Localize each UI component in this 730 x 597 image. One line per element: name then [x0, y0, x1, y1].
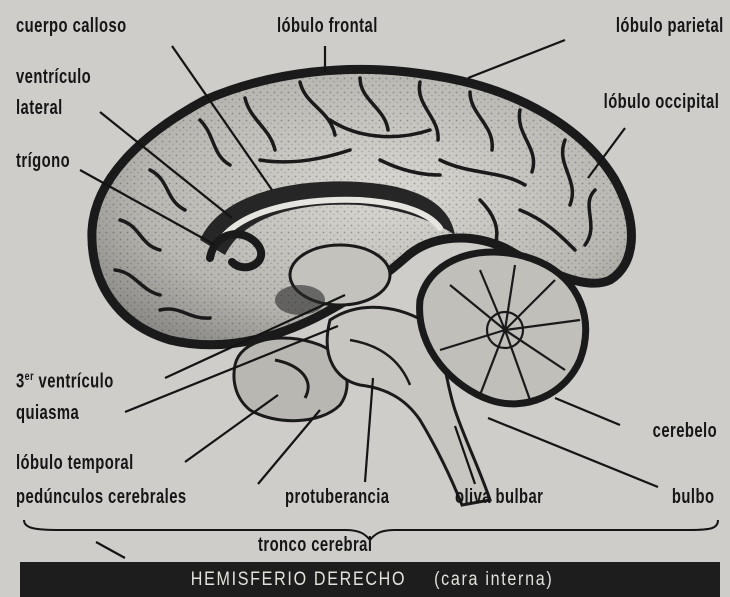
- caption-main: HEMISFERIO DERECHO: [191, 569, 406, 591]
- label-tercer-ventriculo: 3er ventrículo: [16, 365, 114, 393]
- label-tercer-ventriculo-number: 3: [16, 371, 25, 393]
- label-cerebelo: cerebelo: [653, 420, 717, 442]
- label-lobulo-temporal: lóbulo temporal: [16, 452, 134, 474]
- label-cuerpo-calloso: cuerpo calloso: [16, 15, 127, 37]
- label-trigono: trígono: [16, 150, 70, 172]
- label-bulbo: bulbo: [671, 486, 714, 508]
- label-tercer-ventriculo-superscript: er: [25, 369, 34, 383]
- label-ventriculo-lateral-line2: lateral: [16, 97, 63, 119]
- label-quiasma: quiasma: [16, 402, 79, 424]
- label-lobulo-parietal: lóbulo parietal: [616, 15, 724, 37]
- caption-sub: (cara interna): [434, 569, 553, 591]
- figure-caption: HEMISFERIO DERECHO (cara interna): [20, 562, 720, 597]
- label-protuberancia: protuberancia: [285, 486, 389, 508]
- label-pedunculos-cerebrales: pedúnculos cerebrales: [16, 486, 187, 508]
- label-tercer-ventriculo-word: ventrículo: [34, 371, 114, 393]
- label-lobulo-frontal: lóbulo frontal: [277, 15, 378, 37]
- label-oliva-bulbar: oliva bulbar: [455, 486, 543, 508]
- caption-text: HEMISFERIO DERECHO (cara interna): [181, 569, 558, 591]
- label-tronco-cerebral: tronco cerebral: [258, 534, 372, 556]
- label-lobulo-occipital: lóbulo occipital: [603, 91, 719, 113]
- label-ventriculo-lateral-line1: ventrículo: [16, 66, 91, 88]
